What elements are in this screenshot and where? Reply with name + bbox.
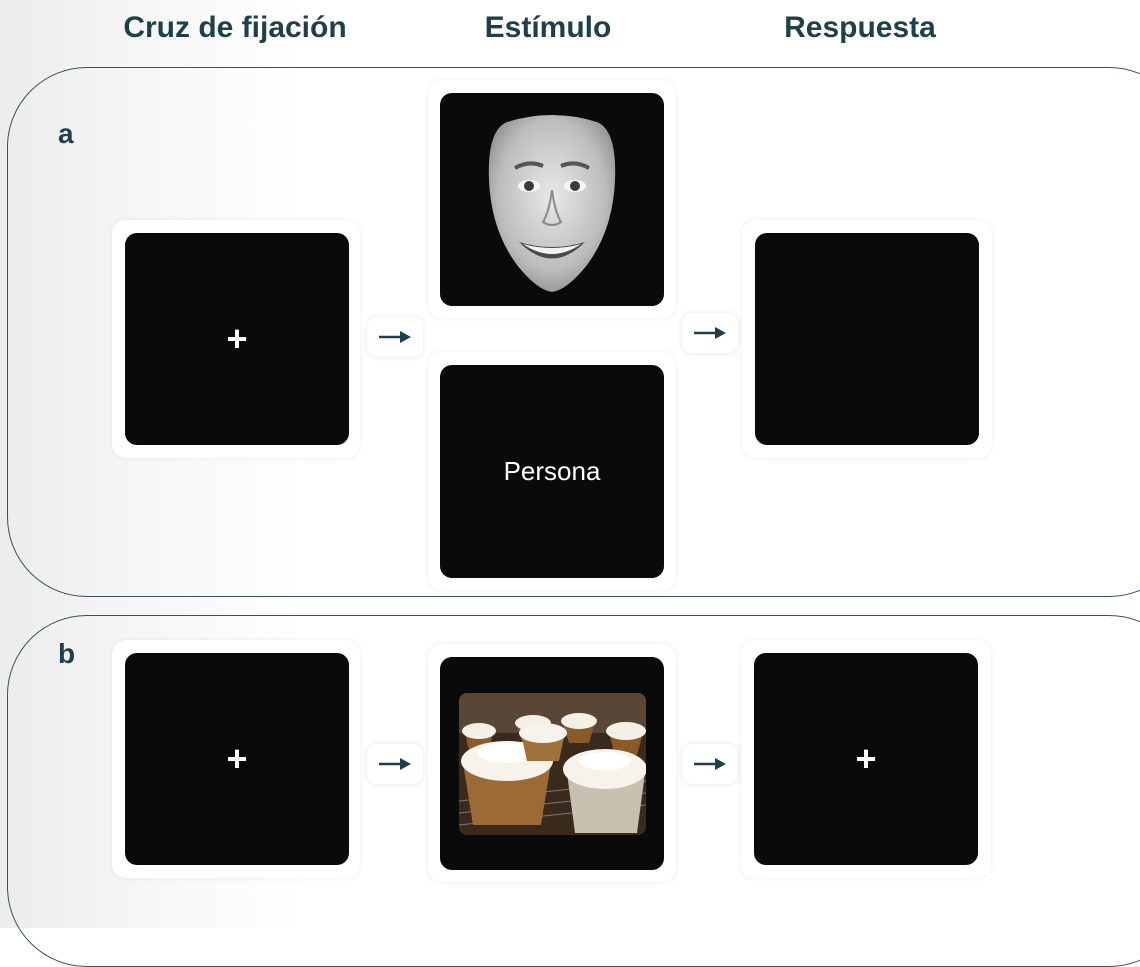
panel-a-arrow-1	[367, 317, 423, 357]
panel-a-fixation-card: +	[112, 220, 360, 458]
panel-a-word-card: Persona	[428, 352, 676, 590]
panel-a-word-screen: Persona	[440, 365, 664, 578]
panel-b-fixation-card: +	[112, 640, 360, 878]
header-response: Respuesta	[784, 11, 936, 44]
panel-a-arrow-2	[682, 313, 738, 353]
arrow-right-icon	[379, 758, 411, 770]
panel-b-response-cross: +	[855, 738, 877, 779]
arrow-right-icon	[379, 331, 411, 343]
panel-a-response-card	[742, 220, 992, 458]
header-fixation: Cruz de fijación	[123, 11, 347, 44]
panel-b-fixation-cross: +	[226, 738, 248, 779]
panel-a-face-card	[428, 80, 676, 318]
header-stimulus: Estímulo	[484, 11, 612, 44]
panel-a-word-stimulus: Persona	[503, 456, 601, 486]
panel-a-fixation-cross: +	[226, 318, 248, 359]
arrow-right-icon	[694, 327, 726, 339]
panel-a-response-screen	[755, 233, 979, 445]
panel-a	[7, 67, 1140, 597]
panel-a-face-screen	[440, 93, 664, 306]
cupcakes-photo	[458, 692, 646, 835]
face-photo	[488, 114, 616, 292]
panel-b-food-card	[428, 644, 676, 882]
arrow-right-icon	[694, 758, 726, 770]
panel-b-arrow-1	[367, 744, 423, 784]
panel-b-fixation-screen: +	[125, 653, 349, 865]
panel-a-letter: a	[58, 118, 74, 149]
panel-b-arrow-2	[682, 744, 738, 784]
panel-b-food-screen	[440, 657, 664, 870]
panel-b-response-screen: +	[754, 653, 978, 865]
panel-b-response-card: +	[741, 640, 991, 878]
panel-a-fixation-screen: +	[125, 233, 349, 445]
panel-b-letter: b	[58, 638, 76, 669]
